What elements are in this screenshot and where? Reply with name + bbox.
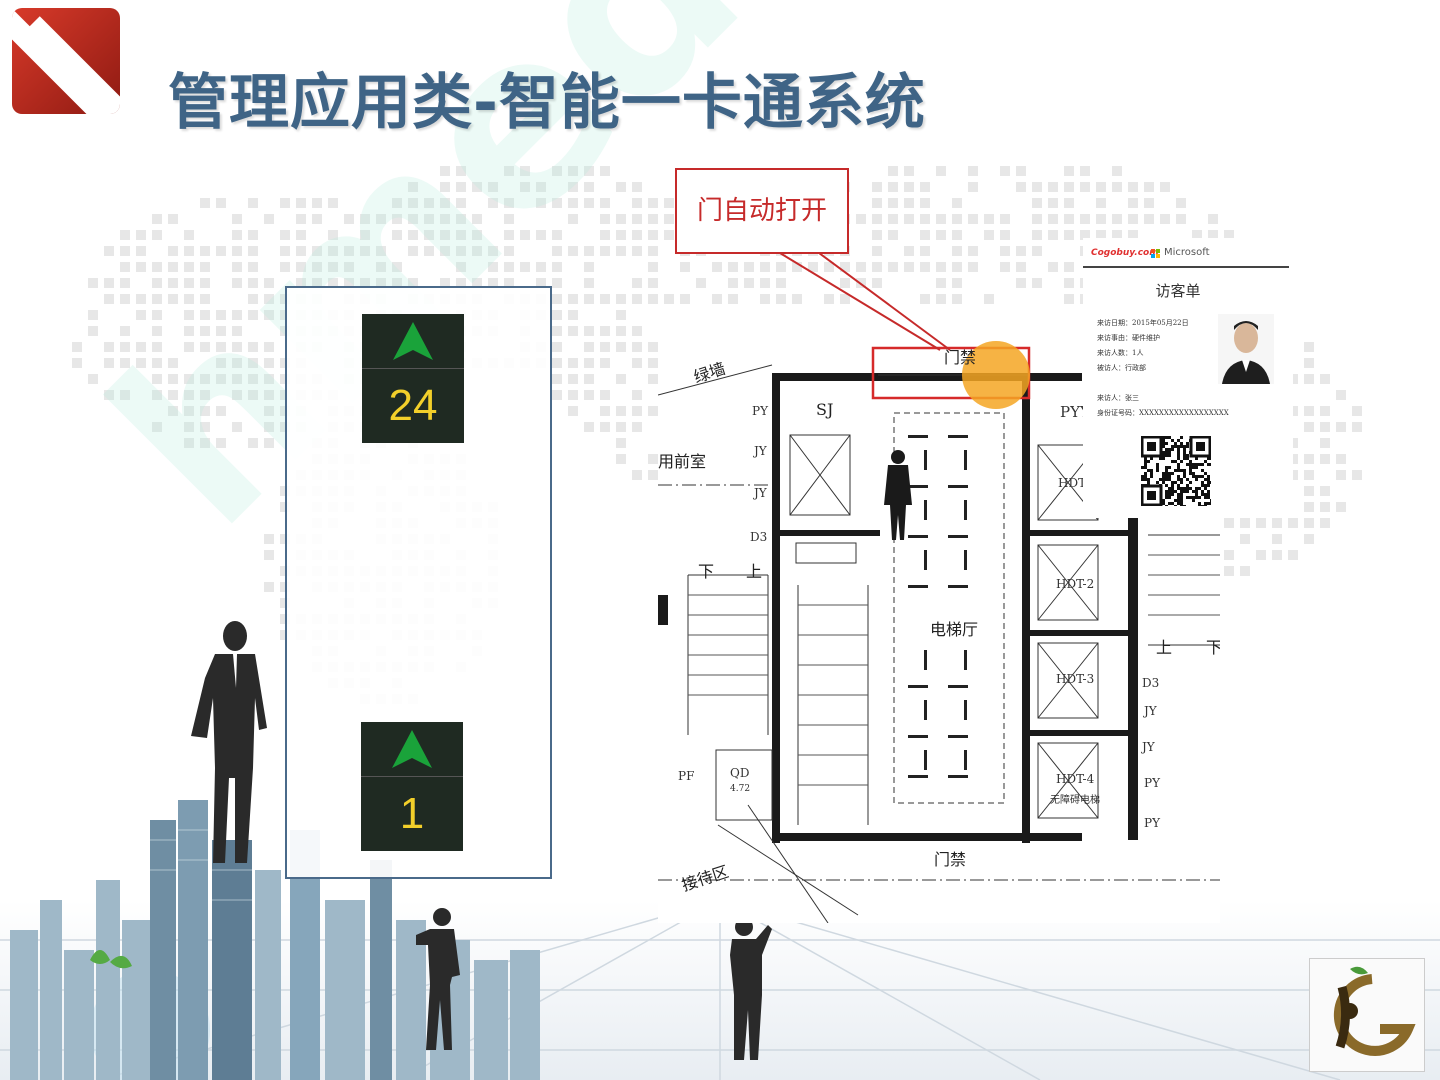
- label-jy-2: JY: [752, 486, 768, 500]
- visitor-count: 来访人数：1人: [1097, 349, 1144, 357]
- label-hdt-3: HDT-3: [1056, 672, 1094, 686]
- person-reading-silhouette: [416, 908, 460, 1050]
- label-up-2: 上: [1156, 638, 1172, 657]
- label-down: 下: [698, 562, 714, 581]
- slide-title: 管理应用类-智能一卡通系统: [168, 68, 926, 138]
- label-jy-3: JY: [1142, 704, 1158, 718]
- label-d3-a: D3: [750, 530, 767, 544]
- qr-code: [1141, 436, 1211, 506]
- visitor-name: 来访人：张三: [1097, 394, 1139, 402]
- visitor-photo: [1218, 314, 1274, 384]
- visitor-pass-card: Cogobuy.com Microsoft 访客单 来访日期：2015年05月2…: [1083, 238, 1293, 518]
- label-front-room: 用前室: [658, 452, 706, 471]
- businessman-silhouette: [191, 621, 267, 863]
- label-d3-b: D3: [1142, 676, 1159, 690]
- label-elevator-hall: 电梯厅: [930, 620, 978, 639]
- label-py-4: PY: [1144, 816, 1161, 830]
- label-qd: QD: [730, 766, 749, 780]
- floor-number: 1: [399, 789, 425, 838]
- elevator-floor-display-top: 24: [362, 314, 464, 443]
- person-phone-silhouette: [730, 918, 772, 1060]
- brand-logo: [12, 8, 120, 114]
- visitor-id-number: 身份证号码：XXXXXXXXXXXXXXXXXX: [1097, 409, 1229, 417]
- microsoft-logo-text: Microsoft: [1164, 247, 1210, 258]
- label-py-3: PY: [1144, 776, 1161, 790]
- host-department: 被访人：行政部: [1097, 364, 1146, 372]
- callout-door-auto-open: 门自动打开: [675, 168, 849, 254]
- label-sj: SJ: [816, 400, 833, 419]
- label-jy-1: JY: [752, 444, 768, 458]
- label-hdt: HDT: [1058, 476, 1086, 490]
- label-py-1: PY: [752, 404, 769, 418]
- label-accessible-elevator: 无障碍电梯: [1050, 793, 1100, 806]
- label-qd-number: 4.72: [730, 784, 750, 794]
- floor-number: 24: [388, 381, 438, 430]
- up-arrow-icon: [362, 314, 464, 369]
- city-skyline-illustration: [10, 800, 540, 1080]
- label-up: 上: [746, 562, 762, 581]
- floor-plan-drawing: 绿墙 用前室 电梯厅 门禁 门禁 接待区 SJ 下 上 上 下 PY PYY P…: [658, 305, 1220, 923]
- visit-date: 来访日期：2015年05月22日: [1097, 319, 1189, 327]
- label-down-2: 下: [1206, 638, 1220, 657]
- elevator-floor-display-bottom: 1: [361, 722, 463, 851]
- visit-reason: 来访事由：硬件维护: [1097, 334, 1160, 342]
- label-access-top: 门禁: [944, 348, 976, 367]
- card-divider: [1083, 266, 1289, 268]
- label-hdt-2: HDT-2: [1056, 577, 1094, 591]
- microsoft-icon: [1151, 249, 1161, 259]
- label-access-bottom: 门禁: [934, 850, 966, 869]
- label-pf: PF: [678, 769, 694, 783]
- up-arrow-icon: [361, 722, 463, 777]
- card-title: 访客单: [1155, 282, 1201, 300]
- label-hdt-4: HDT-4: [1056, 772, 1095, 786]
- cogobuy-logo: Cogobuy.com: [1091, 248, 1159, 258]
- person-in-elevator-hall: [884, 450, 912, 540]
- label-jy-4: JY: [1140, 740, 1156, 754]
- company-logo-bottom-right: [1309, 958, 1425, 1072]
